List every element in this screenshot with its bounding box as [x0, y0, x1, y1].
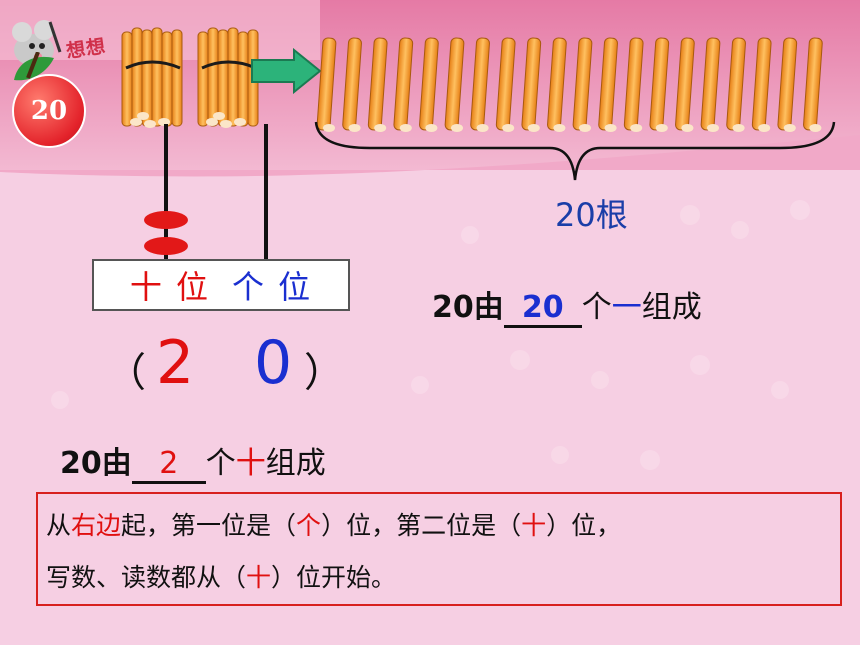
bundle-1 [121, 27, 183, 128]
stick [495, 37, 516, 132]
rule-line-2: 写数、读数都从（十）位开始。 [46, 552, 840, 604]
rule-text: 从 [46, 511, 72, 540]
curly-brace [314, 121, 836, 181]
rule-highlight: 十 [521, 511, 547, 540]
bead [144, 211, 188, 229]
leaf-icon [14, 52, 54, 81]
unit-word: 十 [235, 446, 266, 481]
sentence-unit: 个 [205, 446, 236, 481]
page-title: 想想 [64, 35, 108, 63]
stick [598, 37, 618, 132]
rule-text: ）位，第二位是（ [321, 511, 522, 540]
rule-line-1: 从右边起，第一位是（个）位，第二位是（十）位， [46, 500, 840, 552]
mouse-mascot-icon [12, 20, 62, 66]
counting-frame [144, 124, 268, 260]
stick [572, 37, 593, 132]
tens-digit: 2 [156, 328, 195, 398]
place-value-table: 十 位 个 位 [92, 259, 350, 311]
number-badge: 20 [12, 74, 86, 148]
sentence-unit: 个 [581, 290, 612, 325]
stick [777, 37, 798, 132]
stick [803, 37, 823, 132]
sentence-prefix: 20由 [432, 290, 504, 325]
rule-text: ）位开始。 [271, 563, 397, 592]
stick [700, 37, 721, 132]
rule-text: 写数、读数都从（ [46, 563, 247, 592]
unit-word: 一 [611, 290, 642, 325]
bead [144, 237, 188, 255]
rule-highlight: 个 [296, 511, 322, 540]
tens-place-label: 十 位 [129, 268, 210, 306]
stick [316, 37, 337, 132]
stick [470, 37, 490, 132]
stick [444, 37, 465, 132]
stick [547, 37, 567, 132]
sentence-suffix: 组成 [265, 446, 326, 481]
rule-text: 起，第一位是（ [121, 511, 297, 540]
stick [649, 37, 670, 132]
right-arrow-icon [251, 48, 322, 94]
stick [419, 37, 439, 132]
ones-place-label: 个 位 [232, 268, 313, 306]
stick-bundles [121, 27, 259, 128]
stick [726, 37, 746, 132]
stick [675, 37, 695, 132]
stick [367, 37, 388, 132]
answer-blank: 20 [503, 290, 582, 328]
sentence-suffix: 组成 [641, 290, 702, 325]
rule-box: 从右边起，第一位是（个）位，第二位是（十）位， 写数、读数都从（十）位开始。 [36, 492, 842, 606]
loose-sticks [316, 37, 823, 132]
open-paren: （ [106, 350, 146, 396]
answer-blank: 2 [131, 446, 206, 484]
close-paren: ） [304, 350, 344, 396]
bundle-2 [197, 27, 259, 128]
stick [751, 37, 772, 132]
sentence-prefix: 20由 [60, 446, 132, 481]
bundle-count-label: 20根 [555, 196, 628, 234]
stick [623, 37, 644, 132]
stick [342, 37, 362, 132]
rule-highlight: 十 [246, 563, 272, 592]
stick [393, 37, 414, 132]
rule-highlight: 右边 [71, 511, 122, 540]
rule-text: ）位， [546, 511, 622, 540]
ones-digit: 0 [254, 328, 293, 398]
stick [521, 37, 542, 132]
